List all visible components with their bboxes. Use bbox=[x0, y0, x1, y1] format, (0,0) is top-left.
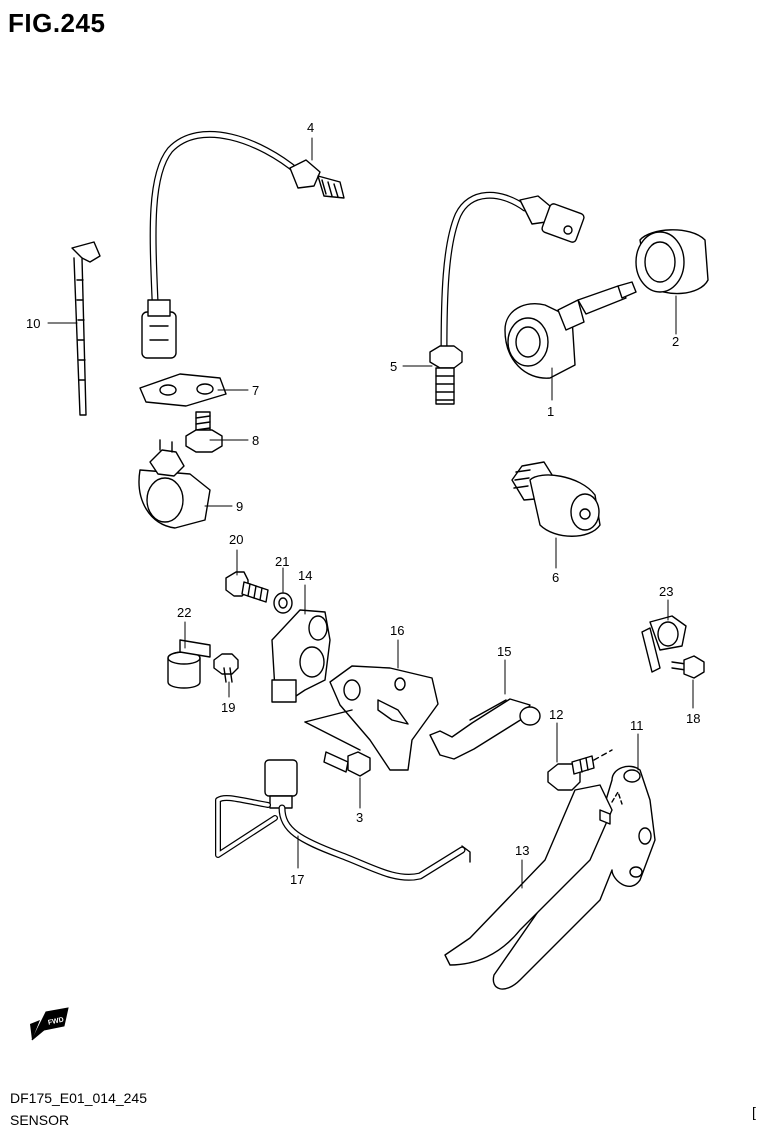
part-6-sensor[interactable] bbox=[511, 461, 601, 537]
part-13-lever-arm[interactable] bbox=[444, 784, 623, 966]
callout-8: 8 bbox=[252, 433, 259, 448]
callout-12: 12 bbox=[549, 707, 563, 722]
callout-18: 18 bbox=[686, 711, 700, 726]
part-16-bracket[interactable] bbox=[304, 665, 439, 771]
part-5-sensor-lead[interactable] bbox=[429, 191, 585, 405]
part-12-bolt[interactable] bbox=[547, 749, 613, 791]
callout-4: 4 bbox=[307, 120, 314, 135]
part-8-bolt[interactable] bbox=[185, 411, 223, 453]
callout-1: 1 bbox=[547, 404, 554, 419]
callout-17: 17 bbox=[290, 872, 304, 887]
callout-2: 2 bbox=[672, 334, 679, 349]
part-15-link-rod[interactable] bbox=[429, 698, 541, 760]
part-10-cable-tie[interactable] bbox=[71, 241, 101, 416]
callout-labels: 1 2 3 4 5 6 7 8 9 10 11 12 13 14 15 16 1… bbox=[26, 120, 700, 887]
callout-23: 23 bbox=[659, 584, 673, 599]
part-4-sensor-lead[interactable] bbox=[141, 131, 345, 359]
corner-mark: [ bbox=[752, 1104, 756, 1120]
figure-code: DF175_E01_014_245 bbox=[10, 1090, 148, 1106]
callout-5: 5 bbox=[390, 359, 397, 374]
callout-10: 10 bbox=[26, 316, 40, 331]
callout-11: 11 bbox=[630, 718, 644, 733]
figure-name: SENSOR bbox=[10, 1112, 70, 1128]
callout-22: 22 bbox=[177, 605, 191, 620]
callout-7: 7 bbox=[252, 383, 259, 398]
figure-title: FIG.245 bbox=[8, 8, 106, 38]
part-11-lever[interactable] bbox=[492, 765, 656, 990]
callout-13: 13 bbox=[515, 843, 529, 858]
part-20-bolt[interactable] bbox=[225, 571, 269, 603]
forward-arrow-icon: FWD bbox=[30, 1007, 69, 1041]
part-23-clamp[interactable] bbox=[641, 615, 687, 673]
part-3-bolt[interactable] bbox=[323, 751, 371, 777]
fwd-label: FWD bbox=[47, 1017, 64, 1027]
callout-9: 9 bbox=[236, 499, 243, 514]
part-1-sensor[interactable] bbox=[504, 281, 637, 379]
part-18-screw[interactable] bbox=[671, 655, 705, 679]
callout-20: 20 bbox=[229, 532, 243, 547]
part-19-screw[interactable] bbox=[213, 653, 239, 683]
callout-19: 19 bbox=[221, 700, 235, 715]
part-14-sensor[interactable] bbox=[271, 609, 331, 703]
callout-16: 16 bbox=[390, 623, 404, 638]
part-17-harness[interactable] bbox=[215, 759, 471, 881]
callout-21: 21 bbox=[275, 554, 289, 569]
part-21-washer[interactable] bbox=[273, 592, 293, 614]
part-9-clamp[interactable] bbox=[138, 439, 211, 529]
callout-15: 15 bbox=[497, 644, 511, 659]
part-7-clamp-plate[interactable] bbox=[139, 373, 227, 407]
part-2-grommet[interactable] bbox=[635, 229, 709, 295]
leader-lines bbox=[47, 137, 694, 889]
callout-14: 14 bbox=[298, 568, 312, 583]
part-22-collar[interactable] bbox=[167, 639, 211, 689]
callout-6: 6 bbox=[552, 570, 559, 585]
callout-3: 3 bbox=[356, 810, 363, 825]
